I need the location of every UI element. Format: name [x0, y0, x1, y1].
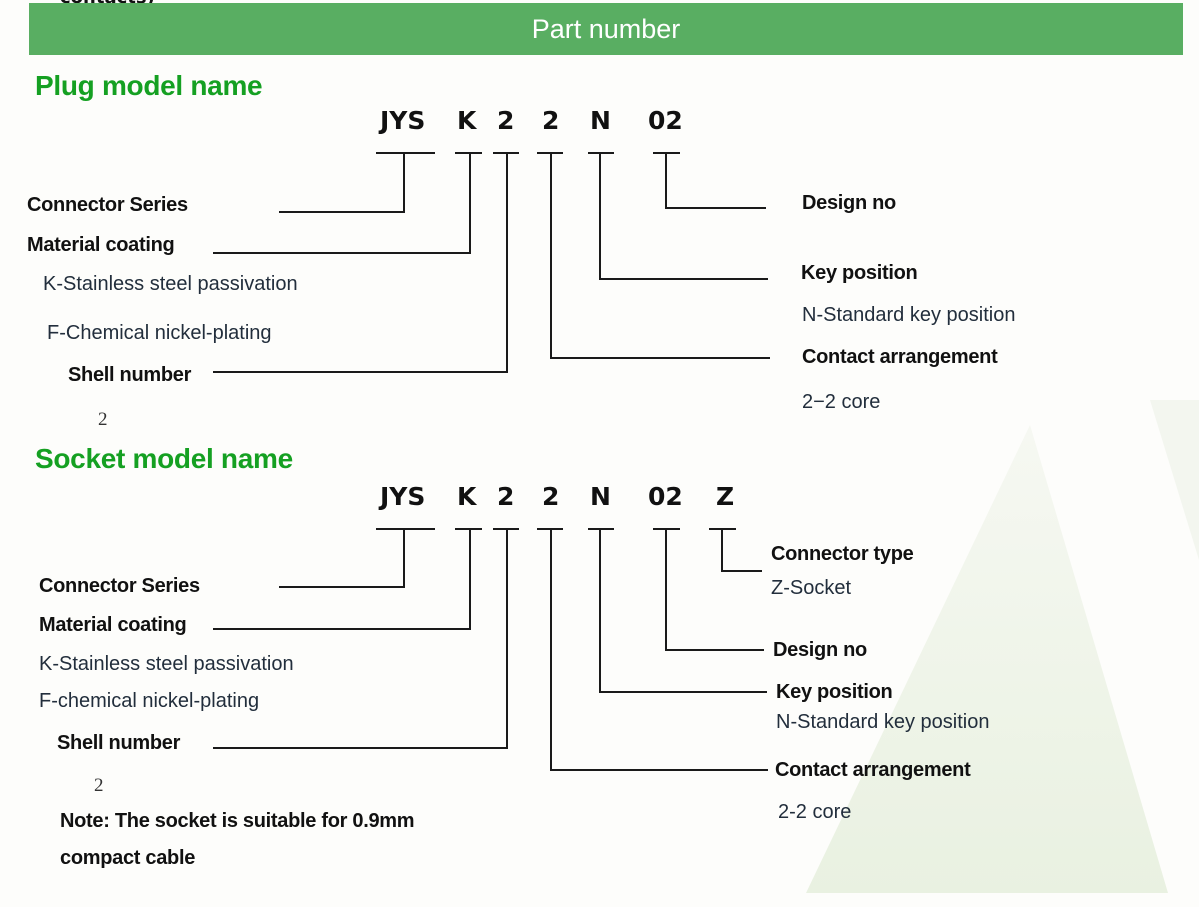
socket-label-key-position: Key position [776, 681, 893, 703]
socket-code-key: N [590, 482, 611, 511]
plug-label-contact-arrangement: Contact arrangement [802, 346, 998, 368]
plug-label-shell-number: Shell number [68, 364, 192, 386]
socket-code-type: Z [716, 482, 735, 511]
plug-section-title: Plug model name [35, 70, 263, 101]
socket-material-option-k: K-Stainless steel passivation [39, 653, 294, 675]
plug-leader-material [213, 153, 471, 254]
socket-leader-type [721, 529, 762, 572]
plug-label-connector-series: Connector Series [27, 194, 188, 216]
plug-code-contact: 2 [542, 106, 560, 135]
plug-code-series: JYS [380, 106, 426, 135]
socket-leader-series [279, 529, 405, 588]
socket-note-line1: Note: The socket is suitable for 0.9mm [60, 810, 415, 832]
plug-leader-shell [213, 153, 508, 373]
plug-label-material-coating: Material coating [27, 234, 175, 256]
socket-code-design: 02 [648, 482, 683, 511]
plug-code-shell: 2 [497, 106, 515, 135]
socket-note-line2: compact cable [60, 847, 196, 869]
socket-section-title: Socket model name [35, 443, 293, 474]
plug-leader-key [599, 153, 768, 280]
plug-code-material: K [457, 106, 477, 135]
socket-leader-shell [213, 529, 508, 749]
socket-material-option-f: F-chemical nickel-plating [39, 690, 260, 712]
socket-code-contact: 2 [542, 482, 560, 511]
socket-leader-material [213, 529, 471, 630]
plug-shell-value: 2 [98, 409, 108, 430]
socket-label-shell-number: Shell number [57, 732, 181, 754]
plug-leader-series [279, 153, 405, 213]
socket-label-connector-series: Connector Series [39, 575, 200, 597]
plug-leader-contact [550, 153, 770, 359]
socket-label-connector-type: Connector type [771, 543, 914, 565]
banner-title: Part number [531, 13, 681, 44]
plug-leader-design [665, 153, 766, 209]
plug-material-option-k: K-Stainless steel passivation [43, 273, 298, 295]
socket-label-material-coating: Material coating [39, 614, 187, 636]
socket-label-design-no: Design no [773, 639, 867, 661]
part-number-banner: Part number [29, 3, 1183, 55]
plug-key-option: N-Standard key position [802, 304, 1016, 326]
socket-contact-value: 2-2 core [778, 801, 852, 823]
socket-shell-value: 2 [94, 775, 104, 796]
socket-leader-design [665, 529, 764, 651]
socket-key-option: N-Standard key position [776, 711, 990, 733]
socket-connector-type-option: Z-Socket [771, 577, 852, 599]
socket-code-shell: 2 [497, 482, 515, 511]
socket-leader-contact [550, 529, 768, 771]
socket-code-series: JYS [380, 482, 426, 511]
plug-label-design-no: Design no [802, 192, 896, 214]
plug-material-option-f: F-Chemical nickel-plating [47, 322, 272, 344]
socket-leader-key [599, 529, 767, 693]
plug-label-key-position: Key position [801, 262, 918, 284]
plug-code-key: N [590, 106, 611, 135]
plug-code-design: 02 [648, 106, 683, 135]
socket-label-contact-arrangement: Contact arrangement [775, 759, 971, 781]
plug-contact-value: 2−2 core [802, 391, 881, 413]
socket-code-material: K [457, 482, 477, 511]
